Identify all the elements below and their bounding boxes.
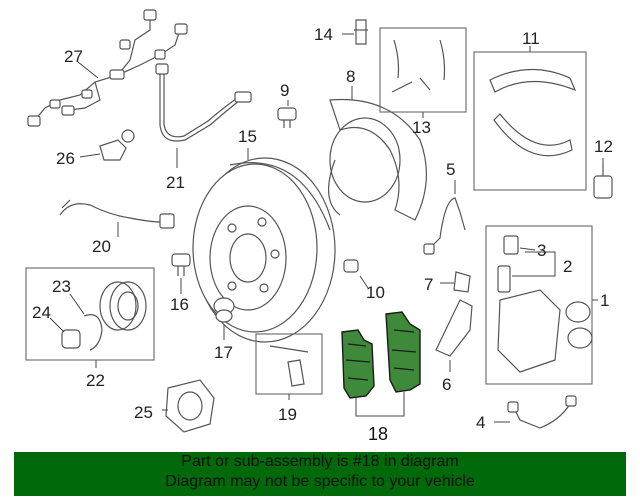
- callout-25: 25: [134, 403, 153, 422]
- backing-plate-8: [328, 86, 427, 221]
- sensor-26: [79, 129, 135, 161]
- callout-8: 8: [346, 67, 355, 86]
- callout-18: 18: [368, 424, 388, 444]
- diagram-canvas: 27 26 21 20 9: [25, 9, 613, 444]
- callout-10: 10: [366, 283, 385, 302]
- brake-pads-18: [341, 311, 421, 417]
- callout-26: 26: [56, 149, 75, 168]
- hardware-kit-13: [379, 27, 467, 118]
- callout-16: 16: [170, 295, 189, 314]
- callout-21: 21: [166, 173, 185, 192]
- info-banner: Part or sub-assembly is #18 in diagram D…: [14, 452, 626, 496]
- bolt-9: [277, 100, 297, 128]
- adjuster-12: [593, 158, 613, 199]
- callout-17: 17: [214, 343, 233, 362]
- bracket-6: [435, 299, 473, 372]
- callout-20: 20: [92, 237, 111, 256]
- callout-7: 7: [424, 275, 433, 294]
- hub-flange-25: [162, 379, 215, 433]
- bolt-17: [213, 297, 235, 340]
- bolt-16: [171, 253, 191, 294]
- brake-line-4: [494, 395, 577, 429]
- callout-19: 19: [278, 405, 297, 424]
- pad-hardware-19: [255, 333, 323, 400]
- callout-5: 5: [446, 160, 455, 179]
- bolt-10: [343, 259, 369, 289]
- brake-hose-21: [155, 63, 252, 168]
- callout-4: 4: [476, 413, 485, 432]
- clip-14: [342, 19, 368, 45]
- callout-11: 11: [522, 29, 540, 48]
- brake-line-5: [423, 180, 466, 255]
- wear-sensor-harness-27: [27, 9, 188, 127]
- callout-13: 13: [412, 118, 431, 137]
- brake-shoe-11: [473, 46, 587, 191]
- brake-rotor-15: [192, 148, 336, 343]
- callout-15: 15: [238, 127, 257, 146]
- callout-2: 2: [563, 257, 572, 276]
- callout-24: 24: [32, 303, 51, 322]
- callout-14: 14: [314, 25, 333, 44]
- hub-bearing-kit-22: [25, 267, 155, 368]
- sensor-cable-20: [59, 199, 175, 237]
- callout-6: 6: [442, 375, 451, 394]
- banner-line-2: Diagram may not be specific to your vehi…: [165, 473, 475, 490]
- callout-1: 1: [600, 291, 609, 310]
- callout-27: 27: [64, 47, 83, 66]
- callout-3: 3: [537, 241, 546, 260]
- callout-9: 9: [280, 81, 289, 100]
- callout-22: 22: [86, 371, 105, 390]
- clip-7: [440, 271, 471, 293]
- callout-23: 23: [52, 277, 71, 296]
- caliper-assembly-1: [485, 225, 598, 385]
- banner-line-1: Part or sub-assembly is #18 in diagram: [181, 453, 459, 470]
- callout-12: 12: [594, 137, 613, 156]
